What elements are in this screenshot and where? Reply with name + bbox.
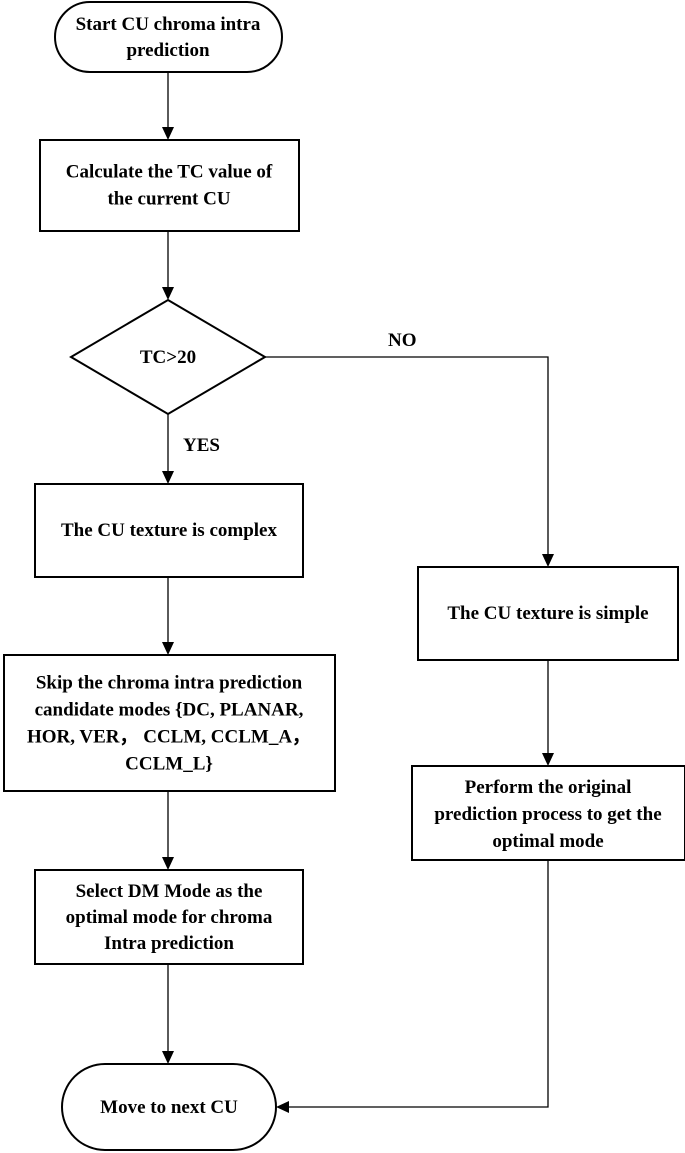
label-line: TC>20 — [140, 347, 196, 368]
start-terminal — [54, 1, 283, 73]
original-process-label: Perform the original prediction process t… — [434, 777, 661, 852]
label-line: Perform the original — [465, 777, 632, 798]
label-line: prediction process to get the — [434, 804, 661, 825]
label-line: HOR, VER， CCLM, CCLM_A， — [27, 727, 311, 748]
complex-texture-box — [34, 483, 304, 578]
complex-texture-label: The CU texture is complex — [61, 520, 278, 541]
label-line: CCLM_L} — [125, 754, 213, 775]
label-line: optimal mode — [492, 831, 603, 852]
label-line: Select DM Mode as the — [76, 881, 263, 902]
arrowhead — [162, 857, 174, 870]
skip-modes-box — [3, 654, 336, 792]
label-line: Start CU chroma intra — [76, 14, 261, 35]
yes-label: YES — [183, 435, 220, 456]
arrowhead — [162, 127, 174, 140]
label-line: Move to next CU — [100, 1097, 238, 1118]
arrowhead — [162, 642, 174, 655]
label-line: The CU texture is complex — [61, 520, 278, 541]
skip-modes-label: Skip the chroma intra prediction candidat… — [27, 673, 311, 775]
label-line: Skip the chroma intra prediction — [36, 673, 303, 694]
no-label: NO — [388, 330, 417, 351]
label-line: optimal mode for chroma — [66, 907, 273, 928]
arrowhead — [162, 1051, 174, 1064]
arrowhead — [542, 753, 554, 766]
connector-original-to-end — [287, 860, 549, 1108]
select-dm-label: Select DM Mode as the optimal mode for ch… — [66, 881, 273, 954]
label-line: Intra prediction — [104, 933, 234, 954]
arrowhead — [542, 554, 554, 567]
label-line: the current CU — [107, 189, 230, 210]
start-label: Start CU chroma intra prediction — [76, 14, 261, 61]
arrowhead — [162, 287, 174, 300]
simple-texture-label: The CU texture is simple — [447, 603, 648, 624]
arrowhead — [276, 1101, 289, 1113]
select-dm-box — [34, 869, 304, 965]
connector-decision-to-simple — [265, 356, 549, 556]
end-label: Move to next CU — [100, 1097, 238, 1118]
calculate-tc-box — [39, 139, 300, 232]
calculate-tc-label: Calculate the TC value of the current CU — [66, 162, 273, 210]
label-line: prediction — [126, 40, 209, 61]
label-line: Calculate the TC value of — [66, 162, 273, 183]
arrowhead — [162, 471, 174, 484]
label-line: candidate modes {DC, PLANAR, — [35, 700, 304, 721]
original-process-box — [411, 765, 685, 861]
decision-label: TC>20 — [140, 347, 196, 368]
simple-texture-box — [417, 566, 679, 661]
label-line: The CU texture is simple — [447, 603, 648, 624]
